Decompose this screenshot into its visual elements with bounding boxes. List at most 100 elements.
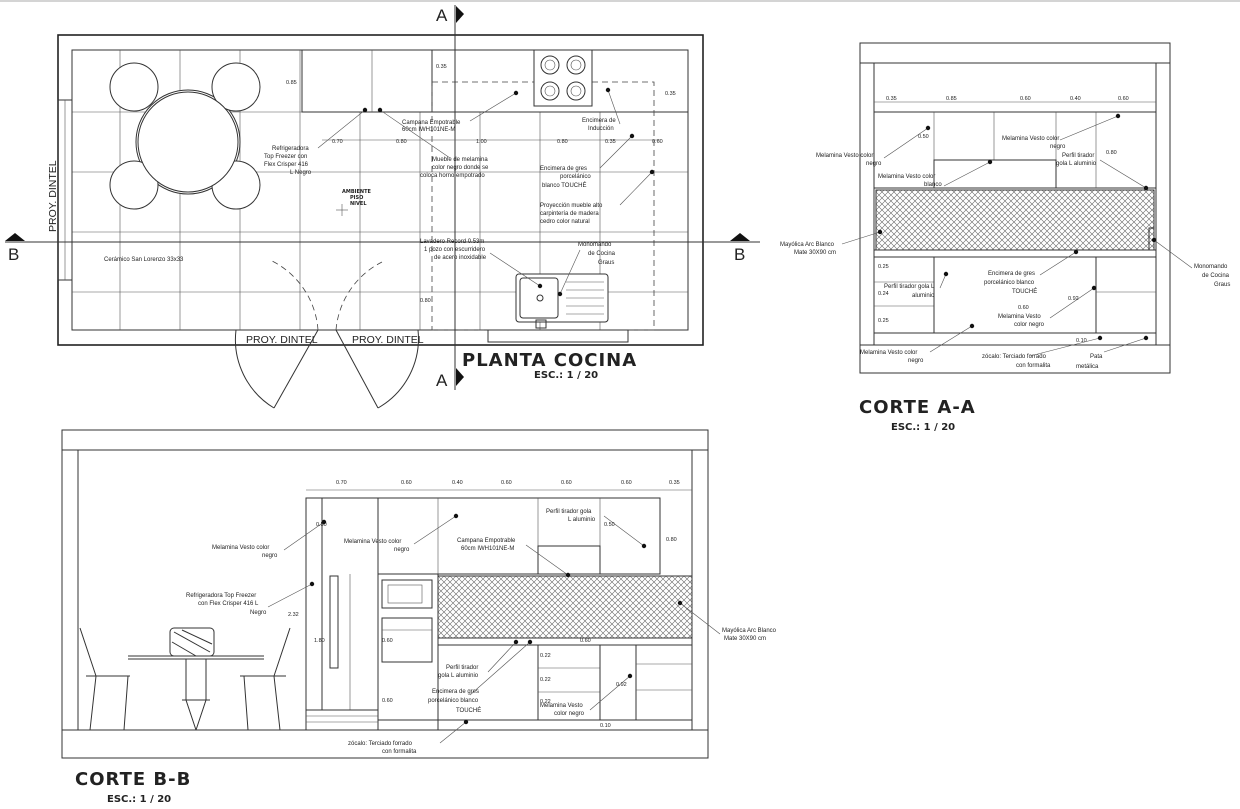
aa-dim-035: 0.35 [886, 96, 897, 102]
plan-dim-070: 0.70 [332, 139, 343, 145]
aa-dim-092: 0.92 [1068, 296, 1079, 302]
aa-dim-025b: 0.25 [878, 318, 889, 324]
bb-lower-cabinet-1 [437, 644, 539, 721]
bb-oven [381, 617, 433, 663]
aa-note-mayolica-1: Mayólica Arc Blanco [780, 242, 835, 248]
bb-dim-060c: 0.60 [561, 480, 572, 486]
corte-aa-scale: ESC.: 1 / 20 [891, 422, 955, 433]
chair-nw [109, 62, 159, 112]
aa-dim-010: 0.10 [1076, 338, 1087, 344]
aa-note-perfil-low-1: Perfil tirador gola L [884, 284, 935, 290]
bb-note-campana-2: 60cm IWH101NE-M [461, 546, 514, 552]
aa-plinth [873, 332, 1157, 346]
ambiente-line3: NIVEL [350, 201, 367, 207]
plan-dim-060: 0.60 [652, 139, 663, 145]
note-proyeccion-2: carpintería de madera [540, 211, 599, 217]
aa-note-mayolica-2: Mate 30X90 cm [794, 250, 836, 256]
bb-note-campana-1: Campana Empotrable [457, 538, 516, 544]
aa-note-pata-2: metálica [1076, 364, 1099, 370]
bb-dim-040: 0.40 [452, 480, 463, 486]
note-mueble-3: coloca horno empotrado [420, 173, 485, 179]
section-arrow-b-left [5, 233, 25, 241]
aa-note-zocalo-1: zócalo: Terciado forrado [982, 354, 1047, 360]
bb-lower-cabinet-3 [635, 644, 693, 721]
corte-bb-title: CORTE B-B [75, 769, 191, 790]
aa-note-mel-low-2: color negro [1014, 322, 1045, 328]
plan-bottom-opening [487, 329, 629, 343]
corte-bb-scale: ESC.: 1 / 20 [107, 794, 171, 805]
bb-left-wall [61, 449, 79, 731]
bb-note-zocalo-2: con formalita [382, 749, 417, 755]
aa-note-mel-top-2: negro [1050, 144, 1066, 150]
bb-note-mel-mid-1: Melamina Vesto color [344, 539, 401, 545]
aa-note-encimera-1: Encimera de gres [988, 271, 1035, 277]
note-monomando-2: de Cocina [588, 251, 616, 257]
bb-dim-060a: 0.60 [401, 480, 412, 486]
aa-note-monomando-3: Graus [1214, 282, 1230, 288]
note-monomando-3: Graus [598, 260, 614, 266]
planta-cocina-plan: A A B B PROY. DINTEL PROY. DINTEL PROY. … [5, 5, 760, 409]
aa-note-encimera-2: porcelánico blanco [984, 280, 1035, 286]
ambiente-line2: PISO [350, 195, 363, 201]
bb-note-perfil-low-1: Perfil tirador [446, 665, 478, 671]
bb-note-mel-mid-2: negro [394, 547, 410, 553]
plan-dim-100: 1.00 [476, 139, 487, 145]
plan-dim-080b: 0.80 [557, 139, 568, 145]
plan-sink [515, 273, 609, 329]
aa-note-mel-bottom-1: Melamina Vesto color [860, 350, 917, 356]
marker-b-left: B [8, 245, 19, 264]
note-campana-2: 60cm IWH101NE-M [402, 127, 455, 133]
aa-note-mel-left-1: Melamina Vesto color [816, 153, 873, 159]
note-proyeccion-1: Proyección mueble alto [540, 203, 603, 209]
bb-note-mayolica-2: Mate 30X90 cm [724, 636, 766, 642]
plan-dim-035a: 0.35 [436, 64, 447, 70]
bb-note-refrigeradora-3: Negro [250, 610, 267, 616]
note-lavadero-1: Lavadero Record 0.53m [420, 239, 484, 245]
plan-dim-035b: 0.35 [665, 91, 676, 97]
plan-proy-dintel-door2: PROY. DINTEL [352, 334, 424, 346]
bb-plinth [437, 719, 693, 731]
bb-note-encimera-2: porcelánico blanco [428, 698, 479, 704]
aa-lower-right-cabinet [1095, 256, 1157, 334]
corte-bb-section: 0.70 0.60 0.40 0.60 0.60 0.60 0.35 0.50 … [61, 429, 777, 805]
aa-note-encimera-3: TOUCHÉ [1012, 288, 1037, 295]
bb-note-refrigeradora-2: con Flex Crisper 416 L [198, 601, 259, 607]
bb-note-perfil-top-2: L aluminio [568, 517, 596, 523]
planta-scale: ESC.: 1 / 20 [534, 370, 598, 381]
bb-dim-050b: 0.50 [604, 522, 615, 528]
bb-note-mel-top-2: negro [262, 553, 278, 559]
aa-dim-040: 0.40 [1070, 96, 1081, 102]
induction-hob [533, 49, 593, 107]
bb-refrigerator-side-panel [305, 497, 323, 711]
plan-door-swings [234, 259, 419, 409]
plan-dining-set [109, 62, 261, 210]
bb-note-mel-low-2: color negro [554, 711, 585, 717]
aa-note-mel-blanco-2: blanco [924, 182, 942, 188]
marker-b-right: B [734, 245, 745, 264]
section-arrow-a-top [456, 6, 464, 23]
note-mueble-2: color negro donde se [432, 165, 489, 171]
marker-a-bottom: A [436, 371, 448, 390]
plan-dim-085: 0.85 [286, 80, 297, 86]
aa-dim-085: 0.85 [946, 96, 957, 102]
note-refrigeradora-2: Top Freezer con [264, 154, 307, 160]
bb-dim-060b: 0.60 [501, 480, 512, 486]
aa-note-monomando-1: Monomando [1194, 264, 1228, 270]
plan-dim-080a: 0.80 [396, 139, 407, 145]
aa-mayolica-backsplash [875, 189, 1155, 251]
aa-dim-060b: 0.60 [1118, 96, 1129, 102]
bb-note-perfil-low-2: gola L aluminio [438, 673, 479, 679]
note-refrigeradora-3: Flex Crisper 416 [264, 162, 309, 168]
note-encimera-gres-1: Encimera de gres [540, 166, 587, 172]
aa-note-perfil-1: Perfil tirador [1062, 153, 1094, 159]
bb-dim-022c: 0.22 [540, 699, 551, 705]
aa-note-pata-1: Pata [1090, 354, 1103, 360]
note-refrigeradora-4: L Negro [290, 170, 312, 176]
bb-dim-080: 0.80 [666, 537, 677, 543]
ambiente-line1: AMBIENTE [342, 189, 372, 195]
bb-upper-cabinets [377, 497, 661, 575]
aa-note-mel-blanco-1: Melamina Vesto color [878, 174, 935, 180]
aa-note-mel-top-1: Melamina Vesto color [1002, 136, 1059, 142]
plan-proy-dintel-door1: PROY. DINTEL [246, 334, 318, 346]
aa-note-mel-left-2: negro [866, 161, 882, 167]
